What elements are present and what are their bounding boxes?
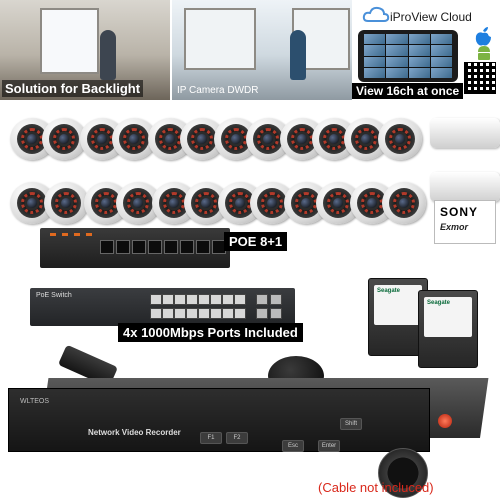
camera-icon <box>10 182 54 224</box>
cloud-icon <box>362 6 390 22</box>
f1-key[interactable]: F1 <box>200 432 222 444</box>
gigabit-switch <box>30 288 295 326</box>
wdr-photo: IP Camera DWDR <box>172 0 352 100</box>
camera-icon <box>246 118 290 160</box>
apple-icon <box>475 27 491 46</box>
power-button[interactable] <box>438 414 452 428</box>
camera-icon <box>112 118 156 160</box>
drive-brand: Seagate <box>377 288 401 294</box>
window-image <box>184 8 256 70</box>
nvr-brand: WLTEOS <box>20 398 50 405</box>
jog-dial[interactable] <box>378 448 428 498</box>
exmor-logo: Exmor <box>440 222 469 232</box>
camera-icon <box>44 182 88 224</box>
camera-icon <box>42 118 86 160</box>
ports-badge: 4x 1000Mbps Ports Included <box>118 323 303 342</box>
person-figure <box>290 30 306 80</box>
camera-body <box>430 172 500 202</box>
qr-code <box>464 62 496 94</box>
f2-key[interactable]: F2 <box>226 432 248 444</box>
shift-key[interactable]: Shift <box>340 418 362 430</box>
hard-drive: Seagate <box>418 290 478 368</box>
sensor-logo-box <box>434 200 496 244</box>
android-icon <box>478 46 490 60</box>
person-silhouette <box>100 30 116 80</box>
window-image <box>40 8 99 74</box>
camera-body <box>430 118 500 148</box>
camera-icon <box>378 118 422 160</box>
cloud-title: iProView Cloud <box>390 10 472 24</box>
camera-icon <box>316 182 360 224</box>
phone-image <box>358 30 458 82</box>
wdr-caption: IP Camera DWDR <box>177 85 259 96</box>
esc-key[interactable]: Esc <box>282 440 304 452</box>
view-caption: View 16ch at once <box>352 83 464 99</box>
backlight-photo: Solution for Backlight <box>0 0 170 100</box>
sony-logo: SONY <box>440 205 479 219</box>
backlight-caption: Solution for Backlight <box>2 80 144 97</box>
nvr-label: Network Video Recorder <box>88 428 181 437</box>
switch-label: PoE Switch <box>36 292 72 299</box>
enter-key[interactable]: Enter <box>318 440 340 452</box>
drive-brand: Seagate <box>427 300 451 306</box>
camera-icon <box>344 118 388 160</box>
poe-badge: POE 8+1 <box>224 232 288 251</box>
poe-switch <box>40 228 230 268</box>
phone-grid-screen <box>364 34 452 78</box>
cable-note: (Cable not incluced) <box>318 480 434 495</box>
camera-icon <box>382 182 426 224</box>
